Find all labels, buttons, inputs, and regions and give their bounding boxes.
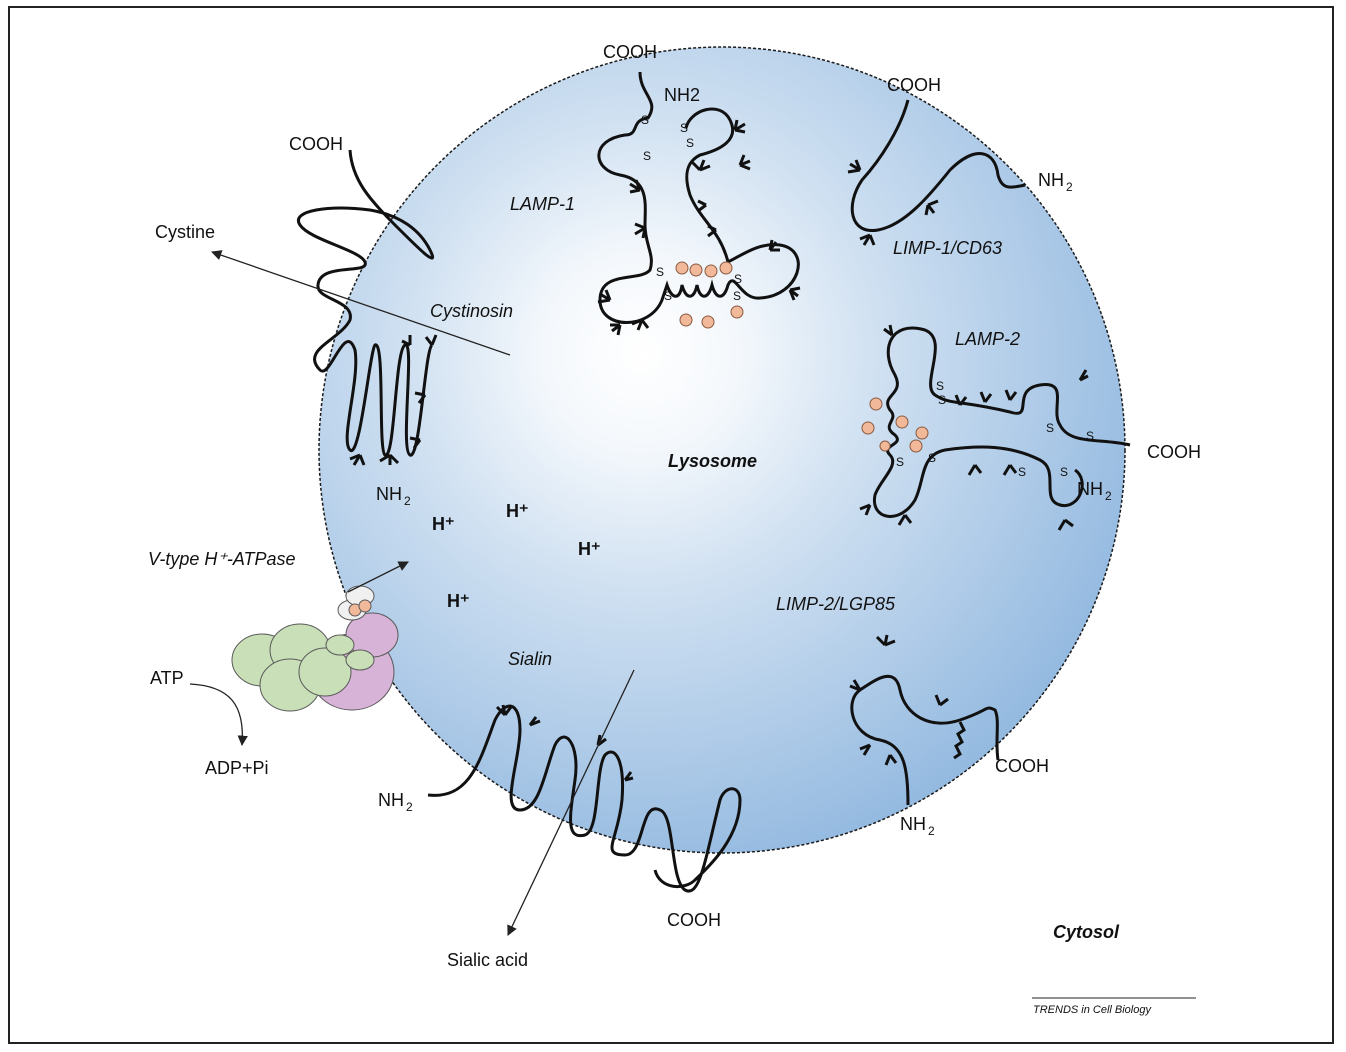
svg-text:2: 2: [1066, 180, 1073, 194]
lysosome-label: Lysosome: [668, 451, 757, 471]
svg-text:S: S: [733, 289, 741, 303]
limp1-label: LIMP-1/CD63: [893, 238, 1002, 258]
proton-label: H⁺: [578, 539, 601, 559]
cooh-terminus-label: COOH: [667, 910, 721, 930]
vatpase-label: V-type H⁺-ATPase: [148, 549, 296, 569]
cooh-terminus-label: COOH: [1147, 442, 1201, 462]
svg-text:S: S: [664, 289, 672, 303]
journal-footer: TRENDS in Cell Biology: [1033, 1004, 1152, 1016]
proton-label: H⁺: [447, 591, 470, 611]
svg-text:2: 2: [406, 800, 413, 814]
svg-text:S: S: [928, 451, 936, 465]
svg-text:S: S: [656, 265, 664, 279]
svg-text:2: 2: [1105, 489, 1112, 503]
cystine-label: Cystine: [155, 222, 215, 242]
cooh-terminus-label: COOH: [887, 75, 941, 95]
svg-text:S: S: [686, 136, 694, 150]
nh2-terminus-label: NH2: [664, 85, 700, 105]
cystinosin-label: Cystinosin: [430, 301, 513, 321]
svg-text:S: S: [936, 379, 944, 393]
svg-text:S: S: [641, 113, 649, 127]
svg-text:S: S: [938, 393, 946, 407]
svg-text:NH: NH: [900, 814, 926, 834]
svg-text:S: S: [1060, 465, 1068, 479]
svg-text:NH: NH: [378, 790, 404, 810]
svg-text:2: 2: [928, 824, 935, 838]
proton-label: H⁺: [506, 501, 529, 521]
svg-text:S: S: [643, 149, 651, 163]
proton-label: H⁺: [432, 514, 455, 534]
svg-text:S: S: [896, 455, 904, 469]
sialin-label: Sialin: [508, 649, 552, 669]
svg-text:NH: NH: [376, 484, 402, 504]
cooh-terminus-label: COOH: [289, 134, 343, 154]
adp-pi-label: ADP+Pi: [205, 758, 269, 778]
cooh-terminus-label: COOH: [995, 756, 1049, 776]
svg-text:S: S: [1086, 429, 1094, 443]
svg-text:2: 2: [404, 494, 411, 508]
svg-text:NH: NH: [1038, 170, 1064, 190]
svg-text:S: S: [1018, 465, 1026, 479]
svg-text:S: S: [680, 121, 688, 135]
svg-text:NH: NH: [1077, 479, 1103, 499]
svg-text:S: S: [1046, 421, 1054, 435]
cytosol-label: Cytosol: [1053, 922, 1120, 942]
atp-label: ATP: [150, 668, 184, 688]
cooh-terminus-label: COOH: [603, 42, 657, 62]
svg-text:S: S: [734, 272, 742, 286]
lamp2-label: LAMP-2: [955, 329, 1020, 349]
limp2-label: LIMP-2/LGP85: [776, 594, 896, 614]
lamp1-label: LAMP-1: [510, 194, 575, 214]
sialic-acid-label: Sialic acid: [447, 950, 528, 970]
